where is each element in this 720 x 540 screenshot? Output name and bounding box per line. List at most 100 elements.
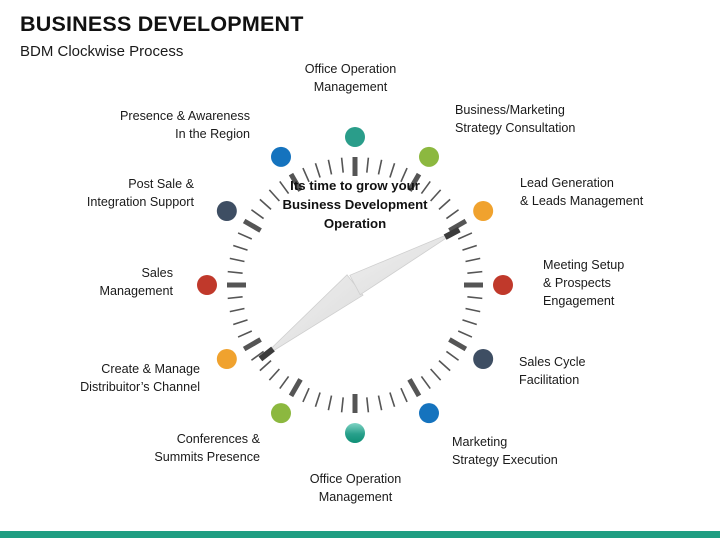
minute-tick (233, 319, 248, 326)
minute-tick (400, 167, 408, 183)
node-label-line: Sales Cycle (519, 355, 586, 369)
minute-tick (340, 397, 344, 413)
node-label: Conferences & Summits Presence (102, 431, 260, 467)
footer-accent-bar (0, 531, 720, 538)
minute-tick (377, 159, 383, 175)
hour-tick (407, 378, 422, 398)
node-label-line: & Prospects (543, 275, 611, 290)
minute-tick (465, 257, 481, 263)
minute-tick (366, 157, 370, 173)
milestone-dot[interactable] (345, 423, 365, 443)
page-subtitle: BDM Clockwise Process (20, 42, 184, 60)
milestone-dot[interactable] (473, 349, 494, 369)
node-label-line: Office Operation (309, 472, 402, 486)
node-label-line: Management (99, 283, 173, 298)
node-label-line: Conferences & (176, 432, 260, 446)
minute-tick (377, 395, 383, 411)
node-label-line: Distribuitor’s Channel (80, 379, 200, 394)
minute-tick (237, 232, 253, 240)
minute-tick (400, 387, 408, 403)
minute-tick (259, 360, 272, 372)
minute-tick (457, 330, 473, 338)
node-label: Lead Generation & Leads Management (520, 175, 680, 211)
node-label-line: Strategy Execution (452, 452, 558, 467)
milestone-dot[interactable] (271, 403, 291, 424)
minute-tick (237, 330, 253, 338)
node-label-line: Presence & Awareness (120, 109, 250, 123)
hour-tick (288, 172, 303, 192)
milestone-dot[interactable] (197, 275, 217, 295)
hour-tick (448, 218, 468, 233)
hour-tick (242, 337, 262, 352)
minute-tick (268, 368, 280, 381)
milestone-dot[interactable] (419, 146, 439, 167)
node-label-line: Summits Presence (154, 449, 260, 464)
minute-tick (457, 232, 473, 240)
minute-tick (465, 307, 481, 313)
clock-tick-marks (227, 157, 483, 413)
minute-tick (229, 257, 245, 263)
node-label-line: Office Operation (304, 62, 397, 76)
minute-tick (430, 368, 442, 381)
clock-milestone-dots (197, 127, 513, 443)
minute-tick (438, 360, 451, 372)
node-label-line: Engagement (543, 293, 615, 308)
node-label-line: Create & Manage (101, 362, 200, 376)
clock-hand-body (260, 274, 364, 360)
node-label-line: Management (318, 489, 393, 504)
milestone-dot[interactable] (493, 275, 513, 295)
milestone-dot[interactable] (216, 201, 237, 221)
minute-tick (445, 350, 460, 361)
milestone-dot[interactable] (216, 349, 237, 369)
clock-hand (349, 226, 461, 296)
minute-tick (250, 209, 265, 220)
minute-tick (227, 270, 243, 274)
node-label-line: Business/Marketing (455, 103, 565, 117)
minute-tick (430, 189, 442, 202)
minute-tick (229, 307, 245, 313)
clock-hand-tip (443, 226, 461, 240)
minute-tick (302, 387, 310, 403)
minute-tick (340, 157, 344, 173)
minute-tick (438, 198, 451, 210)
clock-hand-tip (258, 346, 275, 362)
node-label-line: Facilitation (519, 372, 580, 387)
milestone-dot[interactable] (345, 127, 365, 147)
node-label-line: Marketing (452, 435, 508, 449)
hour-tick (242, 218, 262, 233)
milestone-dot[interactable] (473, 201, 494, 221)
node-label-line: Strategy Consultation (455, 120, 576, 135)
milestone-dot[interactable] (271, 146, 291, 167)
milestone-dot[interactable] (419, 403, 439, 424)
header: BUSINESS DEVELOPMENT BDM Clockwise Proce… (20, 12, 440, 61)
minute-tick (302, 167, 310, 183)
node-label-line: Post Sale & (128, 177, 194, 191)
minute-tick (227, 296, 243, 300)
minute-tick (462, 244, 477, 251)
node-label-line: Sales (141, 266, 173, 280)
node-label-line: Lead Generation (520, 176, 614, 190)
minute-tick (250, 350, 265, 361)
minute-tick (279, 375, 290, 390)
minute-tick (327, 395, 333, 411)
minute-tick (279, 180, 290, 195)
minute-tick (233, 244, 248, 251)
minute-tick (389, 163, 396, 178)
hour-tick (448, 337, 468, 352)
node-label-line: Meeting Setup (543, 258, 625, 272)
minute-tick (268, 189, 280, 202)
minute-tick (420, 375, 431, 390)
node-label-line: & Leads Management (520, 193, 644, 208)
minute-tick (366, 397, 370, 413)
clock-hand-body (349, 229, 460, 296)
